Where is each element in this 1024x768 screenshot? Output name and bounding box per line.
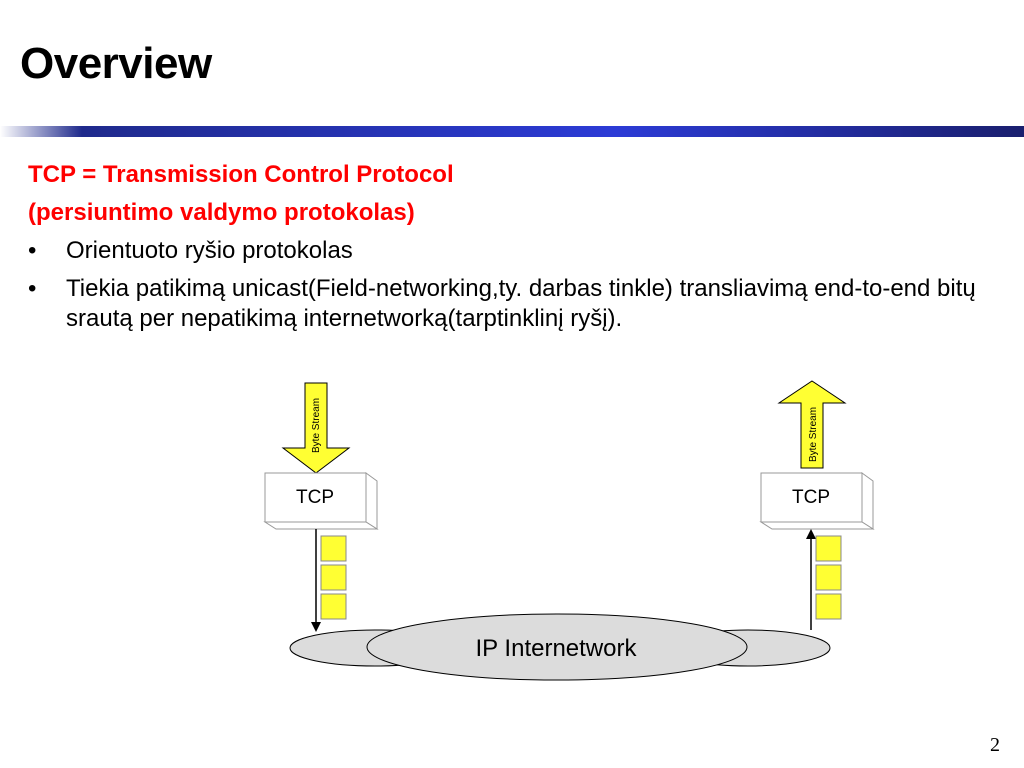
heading-line-2: (persiuntimo valdymo protokolas): [28, 199, 415, 226]
left-byte-stream-arrow: Byte Stream: [281, 382, 351, 474]
box-bottom: [263, 521, 379, 530]
left-arrow-label: Byte Stream: [311, 398, 322, 453]
page-number: 2: [990, 734, 1000, 756]
box-side: [365, 472, 378, 530]
box-side: [861, 472, 874, 530]
bullet-item: • Tiekia patikimą unicast(Field-networki…: [28, 274, 998, 334]
bullet-icon: •: [28, 275, 37, 302]
right-box-label: TCP: [792, 487, 830, 508]
ip-internetwork-cloud: IP Internetwork: [289, 613, 831, 681]
left-tcp-box: TCP: [263, 472, 379, 530]
bullet-icon: •: [28, 237, 37, 264]
segment-block: [815, 535, 842, 562]
box-front: [760, 472, 863, 523]
box-front: [264, 472, 367, 523]
slide-title: Overview: [20, 39, 212, 88]
left-segment-stack: [320, 535, 347, 620]
bullet-list: • Orientuoto ryšio protokolas • Tiekia p…: [28, 236, 998, 334]
heading-line-1: TCP = Transmission Control Protocol: [28, 161, 454, 188]
segment-block: [815, 593, 842, 620]
right-segment-stack: [815, 535, 842, 620]
left-box-label: TCP: [296, 487, 334, 508]
cloud-center: [366, 613, 748, 681]
box-bottom: [759, 521, 875, 530]
up-arrow-icon: [777, 380, 847, 469]
title-underline-bar: [0, 126, 1024, 137]
cloud-label: IP Internetwork: [476, 635, 638, 662]
bullet-item: • Orientuoto ryšio protokolas: [28, 236, 998, 266]
bullet-text: Orientuoto ryšio protokolas: [66, 237, 353, 264]
bullet-text: Tiekia patikimą unicast(Field-networking…: [66, 275, 976, 332]
segment-block: [320, 593, 347, 620]
segment-block: [320, 564, 347, 591]
slide-content: TCP = Transmission Control Protocol (per…: [28, 160, 998, 342]
right-tcp-box: TCP: [759, 472, 875, 530]
segment-block: [815, 564, 842, 591]
down-arrow-icon: [281, 382, 351, 474]
right-byte-stream-arrow: Byte Stream: [777, 380, 847, 469]
segment-block: [320, 535, 347, 562]
right-arrow-label: Byte Stream: [808, 407, 819, 462]
